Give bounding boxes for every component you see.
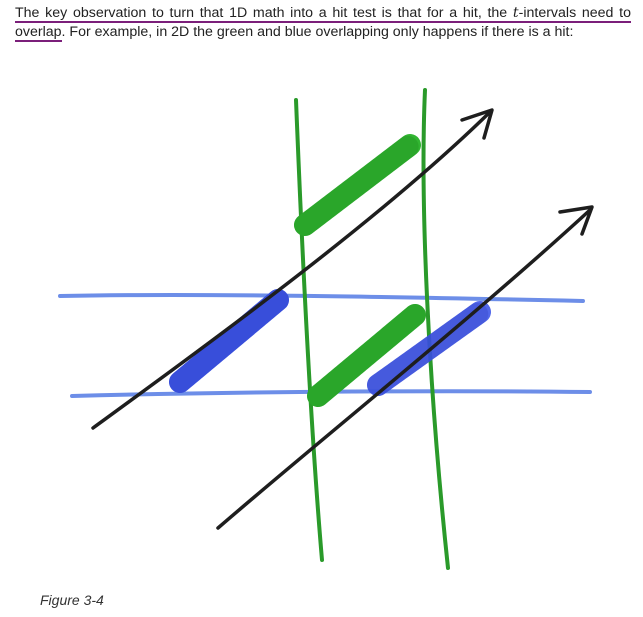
green-interval-ray1-edge (294, 134, 421, 236)
green-slab-line-right (421, 88, 450, 570)
blue-slab-line-top (58, 292, 585, 303)
overlap-word: overlap (15, 24, 62, 40)
paragraph-text-part3: . For example, in 2D the green and blue … (61, 24, 574, 40)
paragraph-highlight-line1: The key observation to turn that 1D math… (15, 5, 631, 23)
ray-slab-intersection-figure (58, 88, 594, 570)
ray-2 (216, 208, 592, 530)
paragraph-highlight-line2: overlap (15, 24, 62, 42)
paragraph-text-part2: -intervals need to (518, 5, 631, 21)
green-slab-line-left (294, 98, 324, 562)
green-interval-ray2 (307, 304, 426, 407)
blue-interval-ray1-edge (169, 289, 289, 393)
ray-2-arrowhead (558, 205, 594, 236)
green-interval-ray1 (294, 134, 421, 236)
blue-interval-ray1 (169, 289, 289, 393)
paragraph-text-part1: The key observation to turn that 1D math… (15, 5, 513, 21)
body-paragraph: The key observation to turn that 1D math… (15, 4, 631, 42)
ray-1-arrowhead (460, 108, 494, 140)
figure-caption: Figure 3-4 (40, 592, 104, 608)
ray-1 (91, 110, 492, 430)
green-interval-ray2-edge (307, 304, 426, 407)
t-variable: t (512, 5, 519, 21)
